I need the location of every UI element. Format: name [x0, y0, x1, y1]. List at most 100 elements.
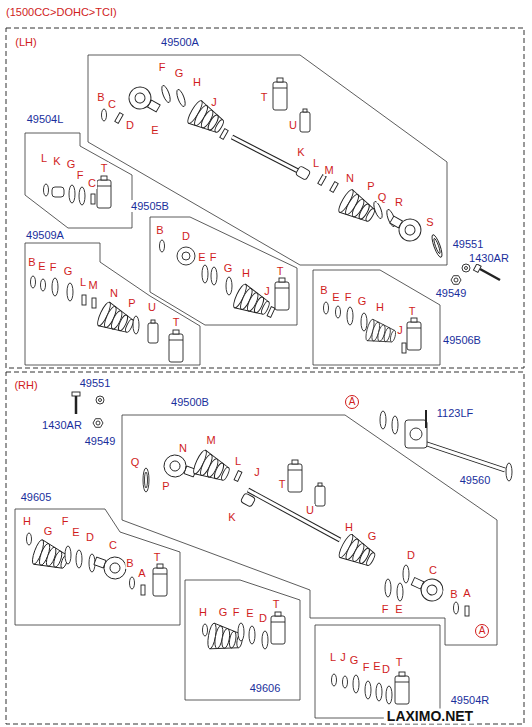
callout-letter: K [296, 146, 305, 158]
group-outline [313, 270, 440, 365]
callout-letter: E [245, 607, 254, 619]
outline-shape [6, 28, 524, 368]
callout-letter: G [63, 265, 74, 277]
region-frame: (LH)49500A49504L49505B49509A49506B [6, 28, 524, 368]
callout-letter: B [96, 91, 105, 103]
part-group-box: 49606 [185, 580, 300, 700]
callout-letter: B [319, 284, 328, 296]
part-number: 49549 [84, 435, 117, 447]
callout-letter: A [462, 587, 471, 599]
outline-shape [6, 372, 524, 724]
callout-letter: E [197, 251, 206, 263]
connection-marker: A [345, 395, 359, 409]
callout-letter: E [394, 603, 403, 615]
assembly-number: 49606 [249, 682, 282, 694]
callout-letter: T [172, 316, 181, 328]
callout-letter: D [181, 230, 191, 242]
part-number: 1430AR [41, 419, 83, 431]
callout-letter: E [71, 526, 80, 538]
callout-letter: T [260, 91, 269, 103]
callout-letter: J [396, 324, 404, 336]
callout-letter: G [174, 67, 185, 79]
callout-letter: F [344, 291, 353, 303]
callout-letter: D [381, 663, 391, 675]
callout-letter: K [227, 511, 236, 523]
callout-letter: T [100, 162, 109, 174]
callout-letter: M [87, 279, 98, 291]
callout-letter: C [428, 564, 438, 576]
group-outline [185, 580, 300, 700]
callout-letter: F [76, 169, 85, 181]
region-frame: (RH)49500B496054960649504R [6, 372, 524, 724]
part-number: 1430AR [468, 252, 510, 264]
callout-letter: B [125, 557, 134, 569]
part-group-box: 49500A [88, 55, 447, 265]
callout-letter: F [209, 251, 218, 263]
callout-letter: E [150, 124, 159, 136]
diagram-title: (1500CC>DOHC>TCI) [6, 6, 117, 19]
callout-letter: G [367, 530, 378, 542]
callout-letter: P [366, 180, 375, 192]
callout-letter: H [241, 267, 251, 279]
part-group-box: 49605 [15, 509, 180, 625]
callout-letter: H [344, 521, 354, 533]
callout-letter: B [27, 256, 36, 268]
callout-letter: H [22, 515, 32, 527]
part-number: 49551 [452, 238, 485, 250]
callout-letter: G [223, 262, 234, 274]
callout-letter: T [408, 305, 417, 317]
callout-letter: L [312, 157, 320, 169]
assembly-number: 49504R [450, 694, 491, 706]
callout-letter: B [449, 588, 458, 600]
callout-letter: Q [130, 456, 141, 468]
callout-letter: U [288, 119, 298, 131]
callout-letter: D [406, 549, 416, 561]
callout-letter: D [258, 612, 268, 624]
callout-letter: N [109, 287, 119, 299]
callout-letter: C [108, 539, 118, 551]
callout-letter: K [52, 155, 61, 167]
outline-shape [25, 243, 200, 365]
callout-letter: G [43, 525, 54, 537]
callout-letter: C [87, 177, 97, 189]
assembly-number: 49506B [442, 334, 482, 346]
side-label: (LH) [14, 36, 37, 48]
callout-letter: N [345, 172, 355, 184]
side-label: (RH) [13, 379, 38, 391]
callout-letter: P [161, 480, 170, 492]
callout-letter: J [210, 96, 218, 108]
callout-letter: N [178, 442, 188, 454]
callout-letter: H [198, 606, 208, 618]
callout-letter: J [263, 285, 271, 297]
connection-marker: A [475, 624, 489, 638]
part-number: 49549 [435, 287, 468, 299]
group-outline [15, 509, 180, 625]
callout-letter: L [79, 276, 87, 288]
callout-letter: T [278, 478, 287, 490]
group-outline [6, 372, 524, 724]
callout-letter: L [329, 651, 337, 663]
callout-letter: B [155, 224, 164, 236]
callout-letter: R [394, 196, 404, 208]
callout-letter: P [127, 297, 136, 309]
assembly-number: 49504L [26, 113, 65, 125]
assembly-number: 49605 [20, 491, 53, 503]
part-group-box: 49506B [313, 270, 440, 365]
callout-letter: F [49, 261, 58, 273]
callout-letter: A [137, 567, 146, 579]
callout-letter: T [276, 265, 285, 277]
callout-letter: F [61, 515, 70, 527]
outline-shape [122, 415, 497, 645]
callout-letter: C [107, 98, 117, 110]
outline-shape [185, 580, 300, 700]
callout-letter: J [253, 466, 261, 478]
part-number: 1123LF [436, 407, 475, 419]
callout-letter: M [205, 434, 216, 446]
watermark: LAXIMO.NET [384, 709, 476, 724]
group-outline [6, 28, 524, 368]
callout-letter: M [323, 164, 334, 176]
callout-letter: D [85, 531, 95, 543]
outline-shape [15, 509, 180, 625]
